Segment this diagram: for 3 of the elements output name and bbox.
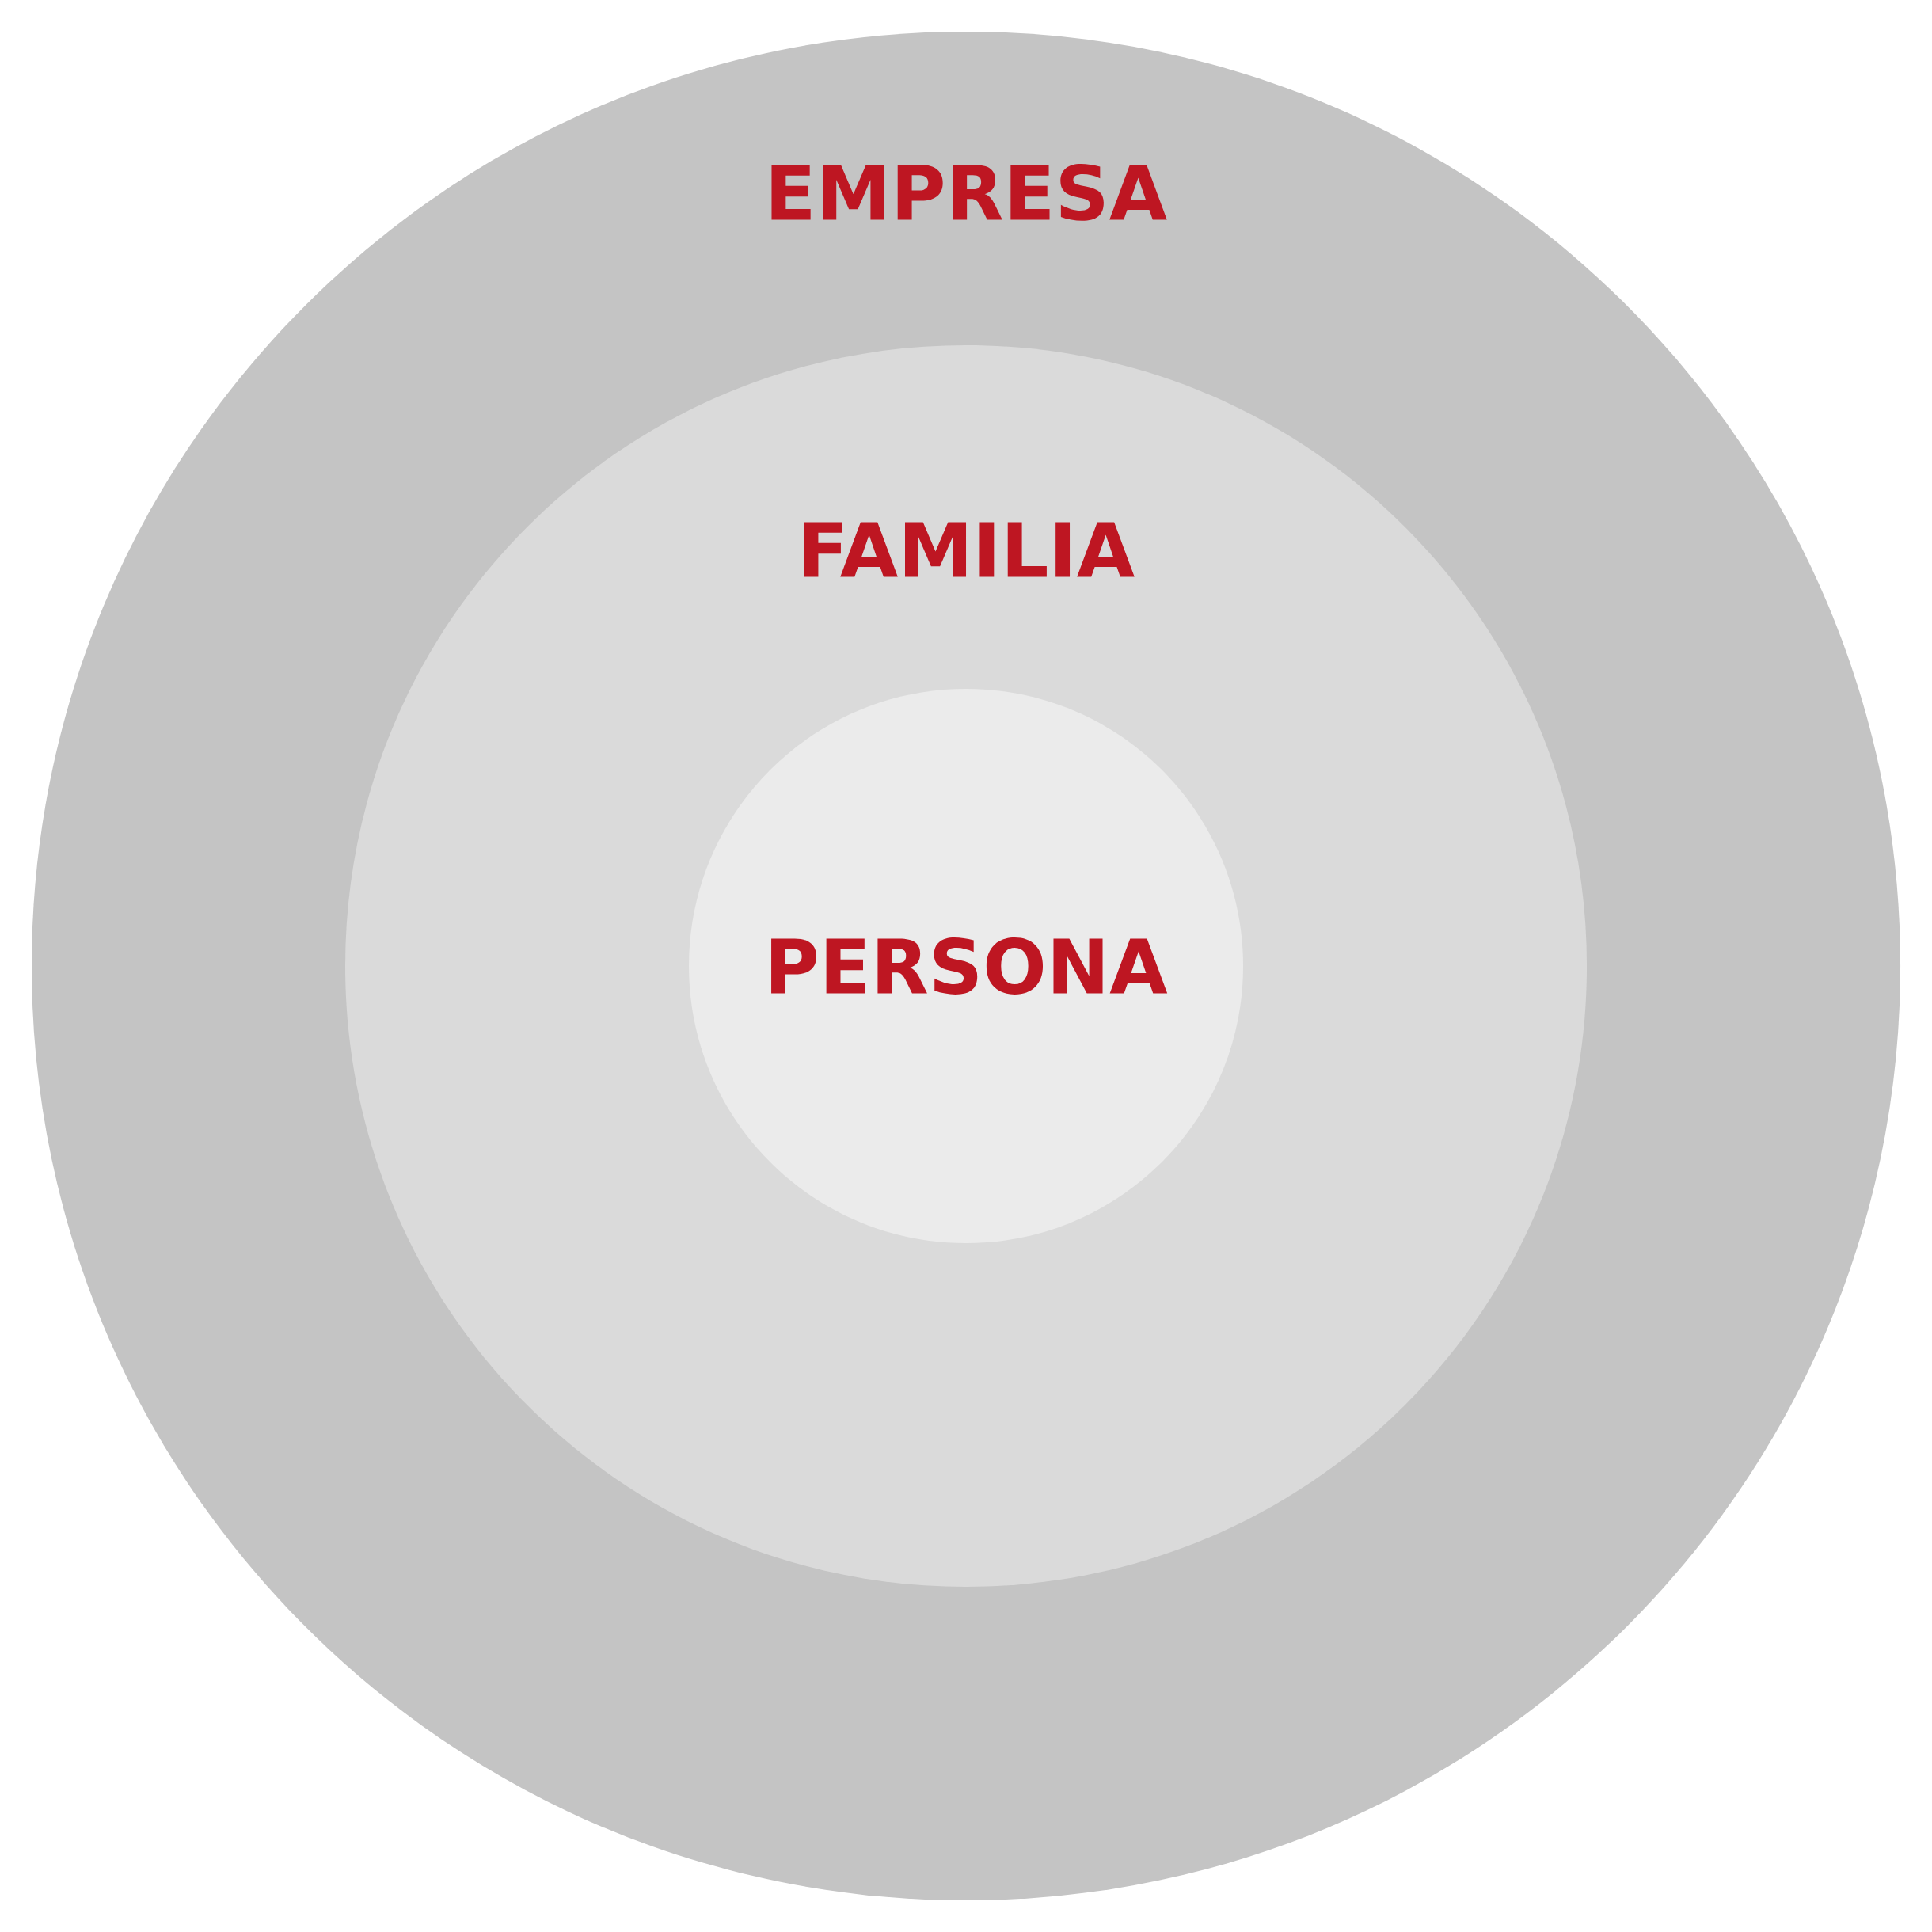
circle-label: FAMILIA [804, 522, 1135, 577]
circle-label: EMPRESA [771, 164, 1167, 221]
circle-label: PERSONA [771, 937, 1168, 995]
